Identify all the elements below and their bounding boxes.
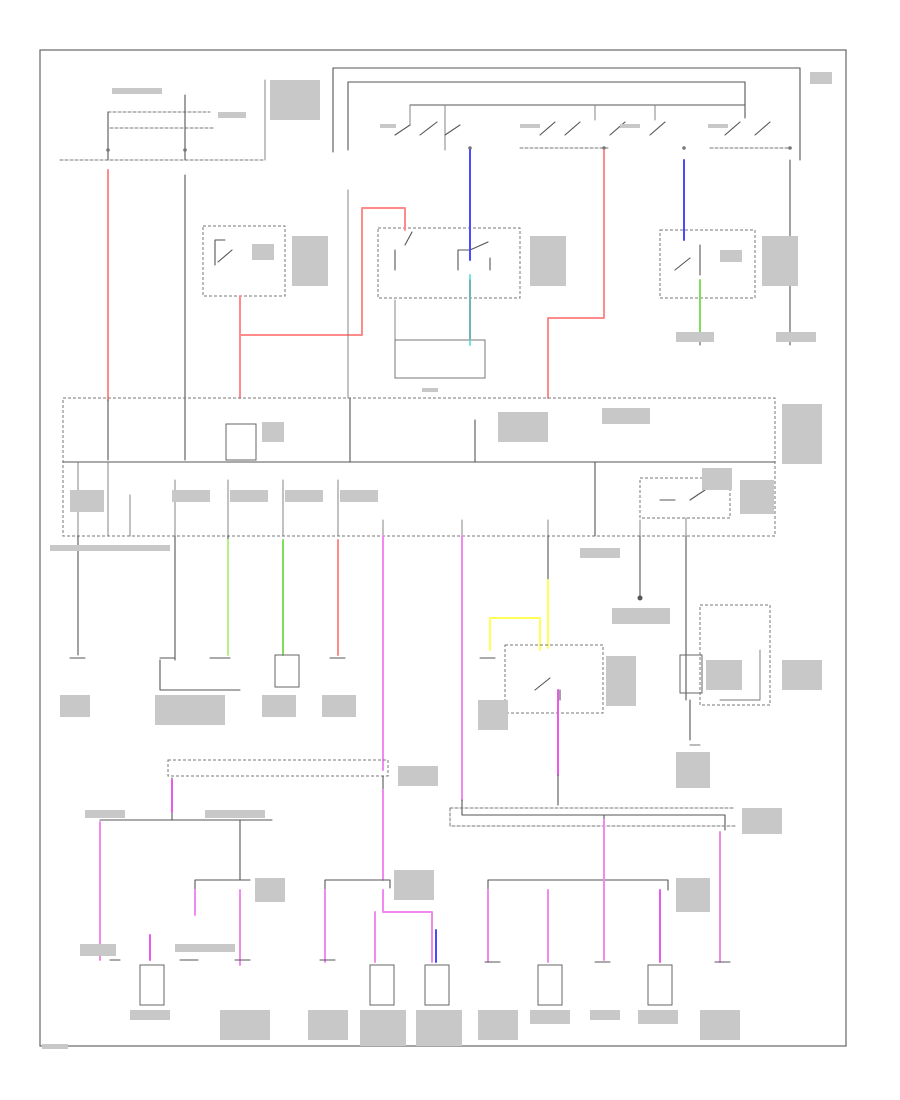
battery-fuse-group xyxy=(59,79,266,161)
upper-wires xyxy=(107,149,791,461)
wire-red-right xyxy=(547,149,605,399)
middle-wires xyxy=(77,535,771,806)
ignition-switch-group xyxy=(332,67,801,161)
component-stubs xyxy=(69,339,801,963)
relay-box-middle xyxy=(377,227,521,379)
label-marks xyxy=(42,72,832,1049)
junction-block xyxy=(62,397,776,537)
wire-red-relay xyxy=(239,207,406,399)
wire-yellow xyxy=(489,579,549,651)
relay-box-right xyxy=(659,229,756,299)
wire-pink-e xyxy=(324,889,433,963)
wire-pink-c xyxy=(194,889,241,966)
lower-distribution xyxy=(99,759,736,1006)
wire-pink-f xyxy=(487,819,605,963)
relay-box-left xyxy=(202,225,286,297)
